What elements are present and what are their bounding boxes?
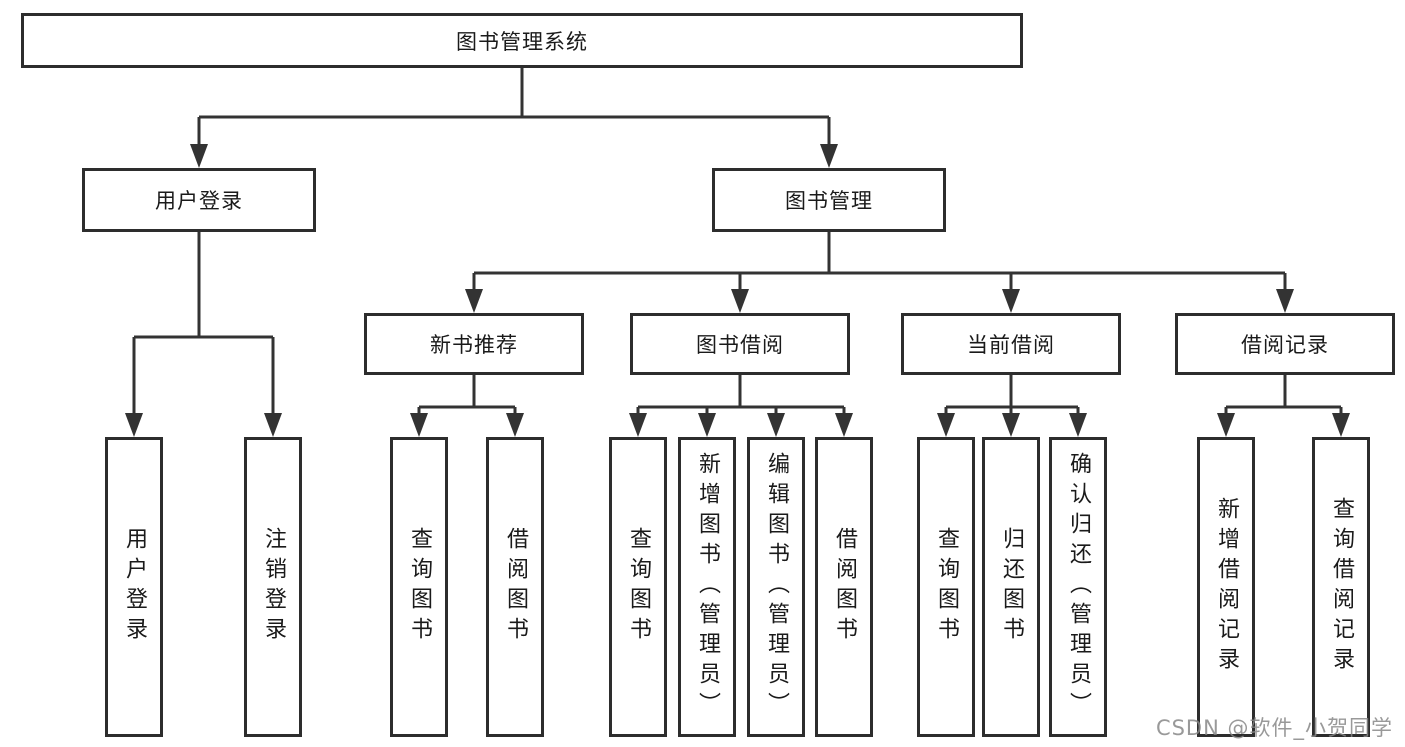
leaf-query-borrow-record: 查询借阅记录 [1312,437,1370,737]
node-label: 当前借阅 [967,333,1055,357]
node-label: 编辑图书（管理员） [764,452,789,722]
leaf-borrow-books-borrowing: 借阅图书 [815,437,873,737]
node-label: 新增图书（管理员） [695,452,720,722]
node-label: 图书借阅 [696,333,784,357]
leaf-confirm-return-admin: 确认归还（管理员） [1049,437,1107,737]
node-label: 归还图书 [999,527,1024,647]
node-label: 用户登录 [122,527,147,647]
leaf-add-book-admin: 新增图书（管理员） [678,437,736,737]
leaf-query-books-current: 查询图书 [917,437,975,737]
node-label: 借阅图书 [503,527,528,647]
leaf-borrow-books-recommend: 借阅图书 [486,437,544,737]
node-user-login: 用户登录 [82,168,316,232]
leaf-logout: 注销登录 [244,437,302,737]
node-label: 图书管理系统 [456,29,588,54]
node-label: 用户登录 [155,189,243,213]
leaf-return-book: 归还图书 [982,437,1040,737]
connector-arrows [125,144,1350,437]
node-label: 借阅图书 [832,527,857,647]
node-borrowing-records: 借阅记录 [1175,313,1395,375]
node-label: 查询图书 [407,527,432,647]
node-label: 确认归还（管理员） [1066,452,1091,722]
node-book-management: 图书管理 [712,168,946,232]
node-label: 新增借阅记录 [1214,497,1239,677]
node-label: 新书推荐 [430,333,518,357]
node-label: 查询借阅记录 [1329,497,1354,677]
node-new-book-recommendation: 新书推荐 [364,313,584,375]
node-current-borrowing: 当前借阅 [901,313,1121,375]
leaf-add-borrow-record: 新增借阅记录 [1197,437,1255,737]
leaf-edit-book-admin: 编辑图书（管理员） [747,437,805,737]
leaf-query-books-borrowing: 查询图书 [609,437,667,737]
node-label: 图书管理 [785,189,873,213]
leaf-user-login: 用户登录 [105,437,163,737]
node-book-borrowing: 图书借阅 [630,313,850,375]
node-label: 查询图书 [626,527,651,647]
node-label: 借阅记录 [1241,333,1329,357]
node-library-management-system: 图书管理系统 [21,13,1023,68]
node-label: 注销登录 [261,527,286,647]
node-label: 查询图书 [934,527,959,647]
leaf-query-books-recommend: 查询图书 [390,437,448,737]
watermark: CSDN @软件_小贺同学 [1155,716,1393,740]
